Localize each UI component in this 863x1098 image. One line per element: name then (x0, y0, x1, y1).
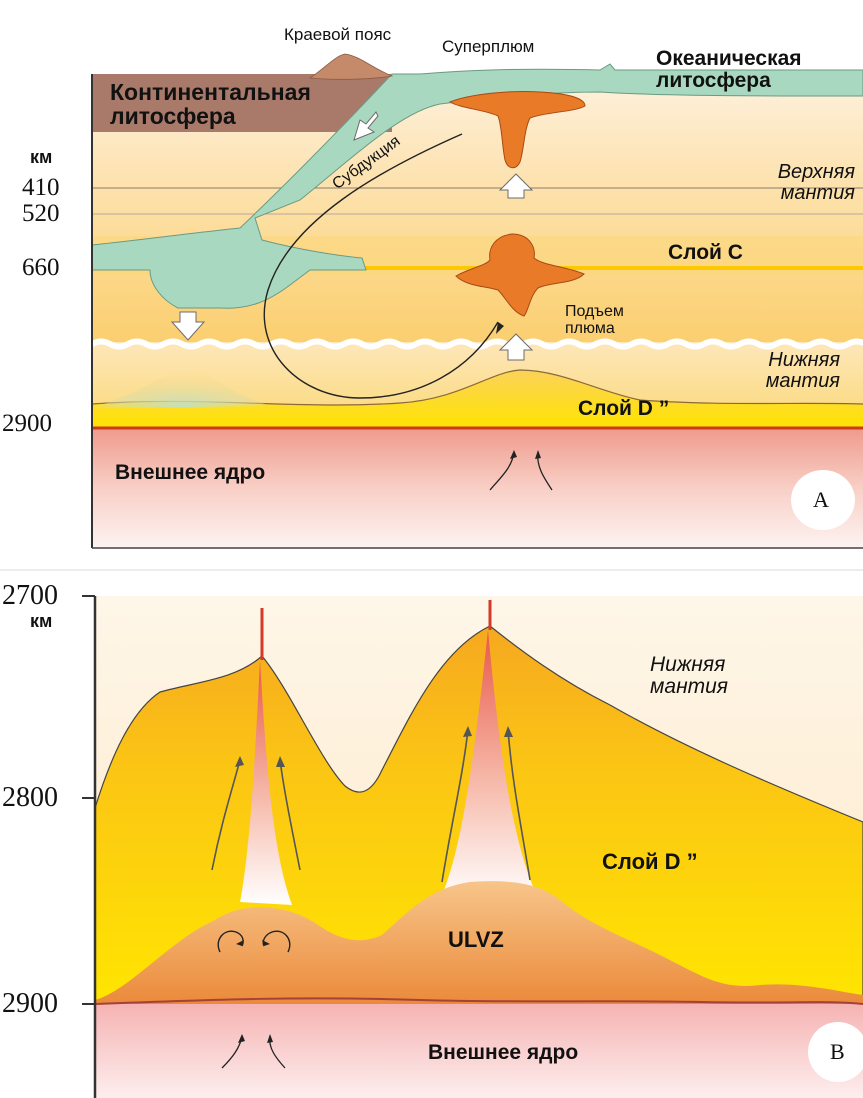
depth-tick-520: 520 (22, 200, 60, 227)
depth-break-line (90, 338, 863, 350)
upper-mantle-label: Верхняя мантия (777, 161, 855, 204)
depth-tick-2900: 2900 (2, 410, 52, 437)
outer-core-area (92, 428, 863, 548)
lower-mantle-label: Нижняя мантия (765, 349, 840, 392)
flow-arrow-3 (441, 729, 469, 883)
depth-tick-410: 410 (22, 174, 60, 201)
depth-tick-2700: 2700 (2, 580, 58, 611)
depth-tick-2900-b: 2900 (2, 988, 58, 1019)
subduction-arrow (353, 111, 379, 141)
layer-d-b-label: Слой D ” (602, 849, 698, 874)
panel-a-letter: A (813, 487, 829, 512)
oceanic-lithosphere-label: Океаническая литосфера (656, 47, 802, 93)
outer-core-b-label: Внешнее ядро (428, 1041, 579, 1064)
ulvz-label: ULVZ (448, 927, 504, 952)
up-arrow-upper (498, 173, 534, 199)
continental-lithosphere-block (92, 74, 392, 132)
outer-core-b-area (95, 1004, 863, 1098)
depth-tick-660: 660 (22, 254, 60, 281)
layer-d-label: Слой D ” (578, 397, 670, 420)
layer-c-label: Слой С (668, 241, 743, 264)
core-mantle-boundary-b (94, 997, 863, 1005)
slab-remnant-bump (92, 360, 272, 408)
up-arrow-plume (498, 333, 534, 361)
flow-arrow-4 (507, 729, 531, 881)
down-arrow-slab (170, 311, 206, 341)
superplume-label: Суперплюм (442, 37, 535, 56)
lower-mantle-b-label: Нижняя мантия (650, 653, 729, 699)
outer-core-label: Внешнее ядро (115, 461, 266, 484)
flow-arrow-2 (279, 759, 301, 871)
ulvz-zone (95, 881, 863, 1004)
marginal-belt-label: Краевой пояс (284, 25, 392, 44)
plume-rise-label: Подъем плюма (565, 303, 624, 337)
layer-d-a (92, 370, 863, 428)
plume-stem-right (440, 630, 540, 902)
convection-loop (263, 133, 499, 399)
panel-b-oval (808, 1022, 863, 1082)
panel-b-letter: B (830, 1039, 845, 1064)
subducting-slab (91, 63, 863, 309)
depth-unit-b: км (30, 611, 53, 631)
flow-arrow-1 (211, 759, 241, 871)
depth-tick-2800: 2800 (2, 782, 58, 813)
plume-at-660 (455, 233, 585, 317)
convection-arrowhead (496, 322, 504, 334)
plume-stem-left (240, 660, 292, 905)
depth-unit-a: км (30, 147, 53, 167)
superplume-head (448, 91, 586, 169)
marginal-belt-mountain (308, 53, 394, 80)
panel-a-oval (791, 470, 855, 530)
continental-lithosphere-label: Континентальная литосфера (110, 79, 311, 130)
